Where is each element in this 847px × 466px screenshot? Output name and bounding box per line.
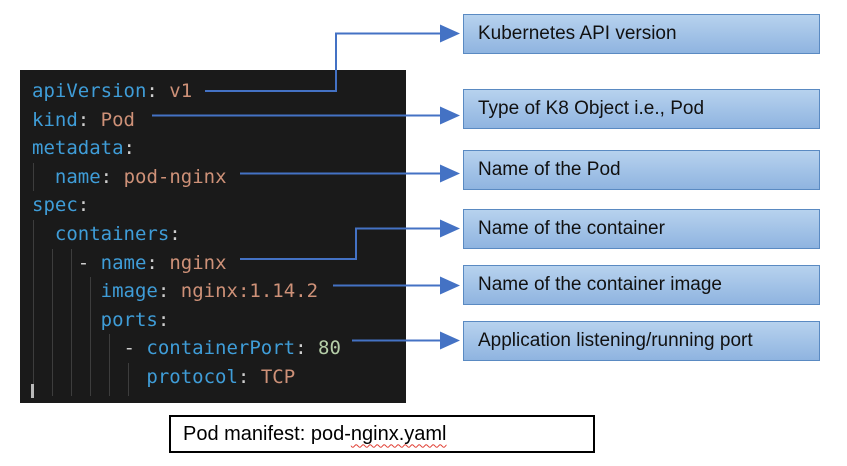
code-line: kind: Pod <box>32 108 135 131</box>
code-line: metadata: <box>32 137 135 160</box>
callout-label: Kubernetes API version <box>478 23 677 44</box>
code-line: - name: nginx <box>77 251 227 274</box>
caption-plain: Pod manifest: pod- <box>183 422 351 445</box>
yaml-code: apiVersion: v1 kind: Pod metadata: name: p… <box>32 77 406 392</box>
callout-object-type: Type of K8 Object i.e., Pod <box>463 89 820 129</box>
code-line: name: pod-nginx <box>54 165 227 188</box>
code-line: ports: <box>100 308 170 331</box>
indent-guide <box>109 334 110 396</box>
caption-text: Pod manifest: pod-nginx.yaml <box>183 423 446 446</box>
callout-listening-port: Application listening/running port <box>463 321 820 361</box>
callout-label: Type of K8 Object i.e., Pod <box>478 98 705 119</box>
code-line: apiVersion: v1 <box>32 80 193 102</box>
indent-guide <box>90 277 91 396</box>
yaml-editor-panel: apiVersion: v1 kind: Pod metadata: name: p… <box>20 70 406 403</box>
code-line: protocol: TCP <box>146 365 296 388</box>
callout-label: Name of the container image <box>478 274 722 295</box>
callout-label: Application listening/running port <box>478 330 753 351</box>
code-line: image: nginx:1.14.2 <box>100 280 319 303</box>
indent-guide <box>71 249 72 396</box>
indent-guide <box>128 363 129 396</box>
callout-label: Name of the Pod <box>478 159 621 180</box>
indent-guide <box>33 220 34 396</box>
callout-container-name: Name of the container <box>463 209 820 249</box>
caption-spellcheck-squiggle: nginx.yaml <box>350 422 447 445</box>
callout-label: Name of the container <box>478 218 665 239</box>
callout-container-image: Name of the container image <box>463 265 820 305</box>
code-line: containers: <box>54 222 181 245</box>
callout-api-version: Kubernetes API version <box>463 14 820 54</box>
caption-box: Pod manifest: pod-nginx.yaml <box>169 415 595 453</box>
code-line: - containerPort: 80 <box>123 337 341 360</box>
code-line: spec: <box>32 194 90 217</box>
indent-guide <box>52 249 53 396</box>
text-cursor-icon <box>31 384 34 398</box>
indent-guide <box>33 163 34 191</box>
callout-pod-name: Name of the Pod <box>463 150 820 190</box>
